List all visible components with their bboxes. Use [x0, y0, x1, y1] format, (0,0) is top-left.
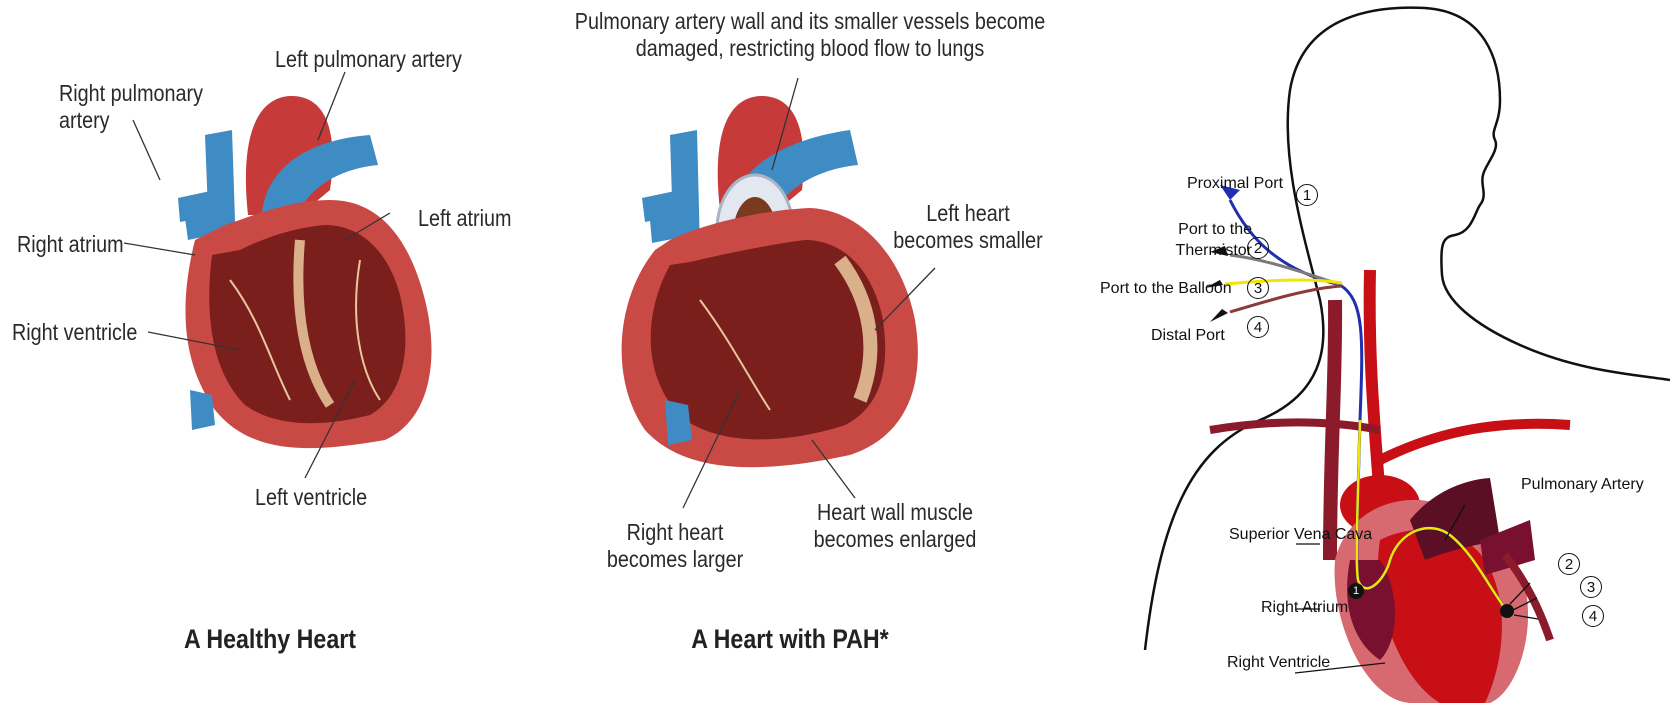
label-thermistor-port: Port to the Thermistor	[1140, 219, 1252, 261]
port-number-4: 4	[1247, 316, 1269, 338]
label-superior-vena-cava: Superior Vena Cava	[1229, 524, 1372, 545]
caption-pah-heart: A Heart with PAH*	[661, 624, 919, 655]
tip-number-2: 2	[1558, 553, 1580, 575]
label-pulmonary-wall-damage: Pulmonary artery wall and its smaller ve…	[569, 8, 1051, 62]
tip-number-3: 3	[1580, 576, 1602, 598]
label-right-atrium: Right Atrium	[1261, 597, 1348, 618]
label-right-atrium: Right atrium	[17, 231, 124, 258]
label-proximal-port: Proximal Port	[1187, 173, 1283, 194]
label-balloon-port: Port to the Balloon	[1100, 278, 1232, 299]
label-distal-port: Distal Port	[1151, 325, 1225, 346]
label-left-heart-smaller: Left heart becomes smaller	[882, 200, 1054, 254]
label-heart-wall-enlarged: Heart wall muscle becomes enlarged	[792, 499, 998, 553]
label-right-heart-larger: Right heart becomes larger	[598, 519, 753, 573]
caption-healthy-heart: A Healthy Heart	[141, 624, 399, 655]
label-left-ventricle: Left ventricle	[255, 484, 367, 511]
pah-heart-panel: Pulmonary artery wall and its smaller ve…	[540, 0, 1080, 703]
port-number-1: 1	[1296, 184, 1318, 206]
port-number-2: 2	[1247, 237, 1269, 259]
tip-number-4: 4	[1582, 605, 1604, 627]
catheter-panel: Proximal Port 1 Port to the Thermistor 2…	[1080, 0, 1679, 703]
atrium-port-marker: 1	[1348, 583, 1364, 599]
pah-heart-illustration	[540, 0, 1080, 703]
label-right-ventricle: Right ventricle	[12, 319, 137, 346]
port-number-3: 3	[1247, 277, 1269, 299]
label-right-pulmonary-artery: Right pulmonary artery	[59, 80, 203, 134]
label-left-atrium: Left atrium	[418, 205, 511, 232]
label-right-ventricle: Right Ventricle	[1227, 652, 1330, 673]
healthy-heart-panel: Right pulmonary artery Left pulmonary ar…	[0, 0, 540, 703]
label-left-pulmonary-artery: Left pulmonary artery	[275, 46, 462, 73]
label-pulmonary-artery: Pulmonary Artery	[1521, 474, 1644, 495]
